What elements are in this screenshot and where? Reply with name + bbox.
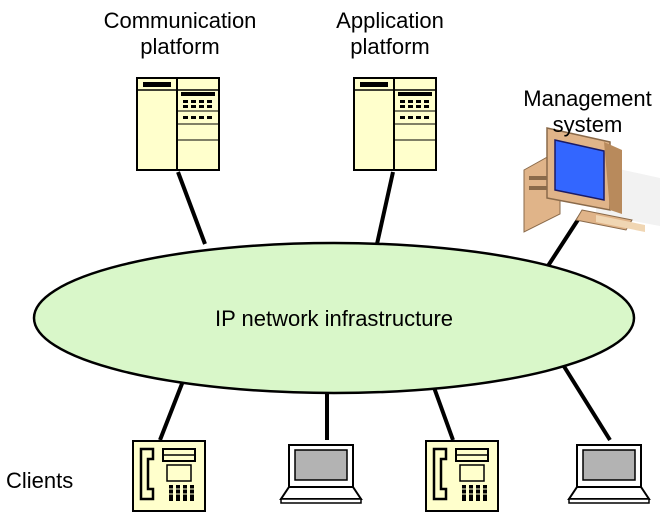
ip-phone-icon bbox=[131, 439, 207, 513]
link-client-3 bbox=[430, 381, 455, 441]
desktop-computer-icon bbox=[523, 127, 660, 233]
link-communication-platform bbox=[176, 171, 207, 245]
communication-platform-label-line1: Communication bbox=[103, 8, 257, 33]
application-platform-label-line1: Application bbox=[336, 8, 444, 33]
link-application-platform bbox=[375, 171, 395, 245]
ip-network-label: IP network infrastructure bbox=[214, 306, 454, 331]
laptop-icon bbox=[568, 444, 650, 504]
communication-platform-label-line2: platform bbox=[140, 34, 220, 59]
application-platform-label: Application platform bbox=[300, 8, 480, 60]
management-system-label: Management system bbox=[505, 86, 670, 138]
link-client-4 bbox=[558, 358, 612, 442]
clients-label: Clients bbox=[6, 468, 74, 493]
server-cabinet-icon bbox=[353, 77, 437, 171]
management-system-label-line2: system bbox=[552, 112, 623, 137]
link-management-system bbox=[542, 210, 585, 274]
management-system-label-line1: Management bbox=[523, 86, 652, 111]
application-platform-label-line2: platform bbox=[350, 34, 430, 59]
ip-network-ellipse bbox=[32, 241, 636, 395]
ip-phone-icon bbox=[424, 439, 500, 513]
laptop-icon bbox=[280, 444, 362, 504]
link-client-1 bbox=[158, 375, 187, 441]
communication-platform-label: Communication platform bbox=[70, 8, 290, 60]
server-cabinet-icon bbox=[136, 77, 220, 171]
